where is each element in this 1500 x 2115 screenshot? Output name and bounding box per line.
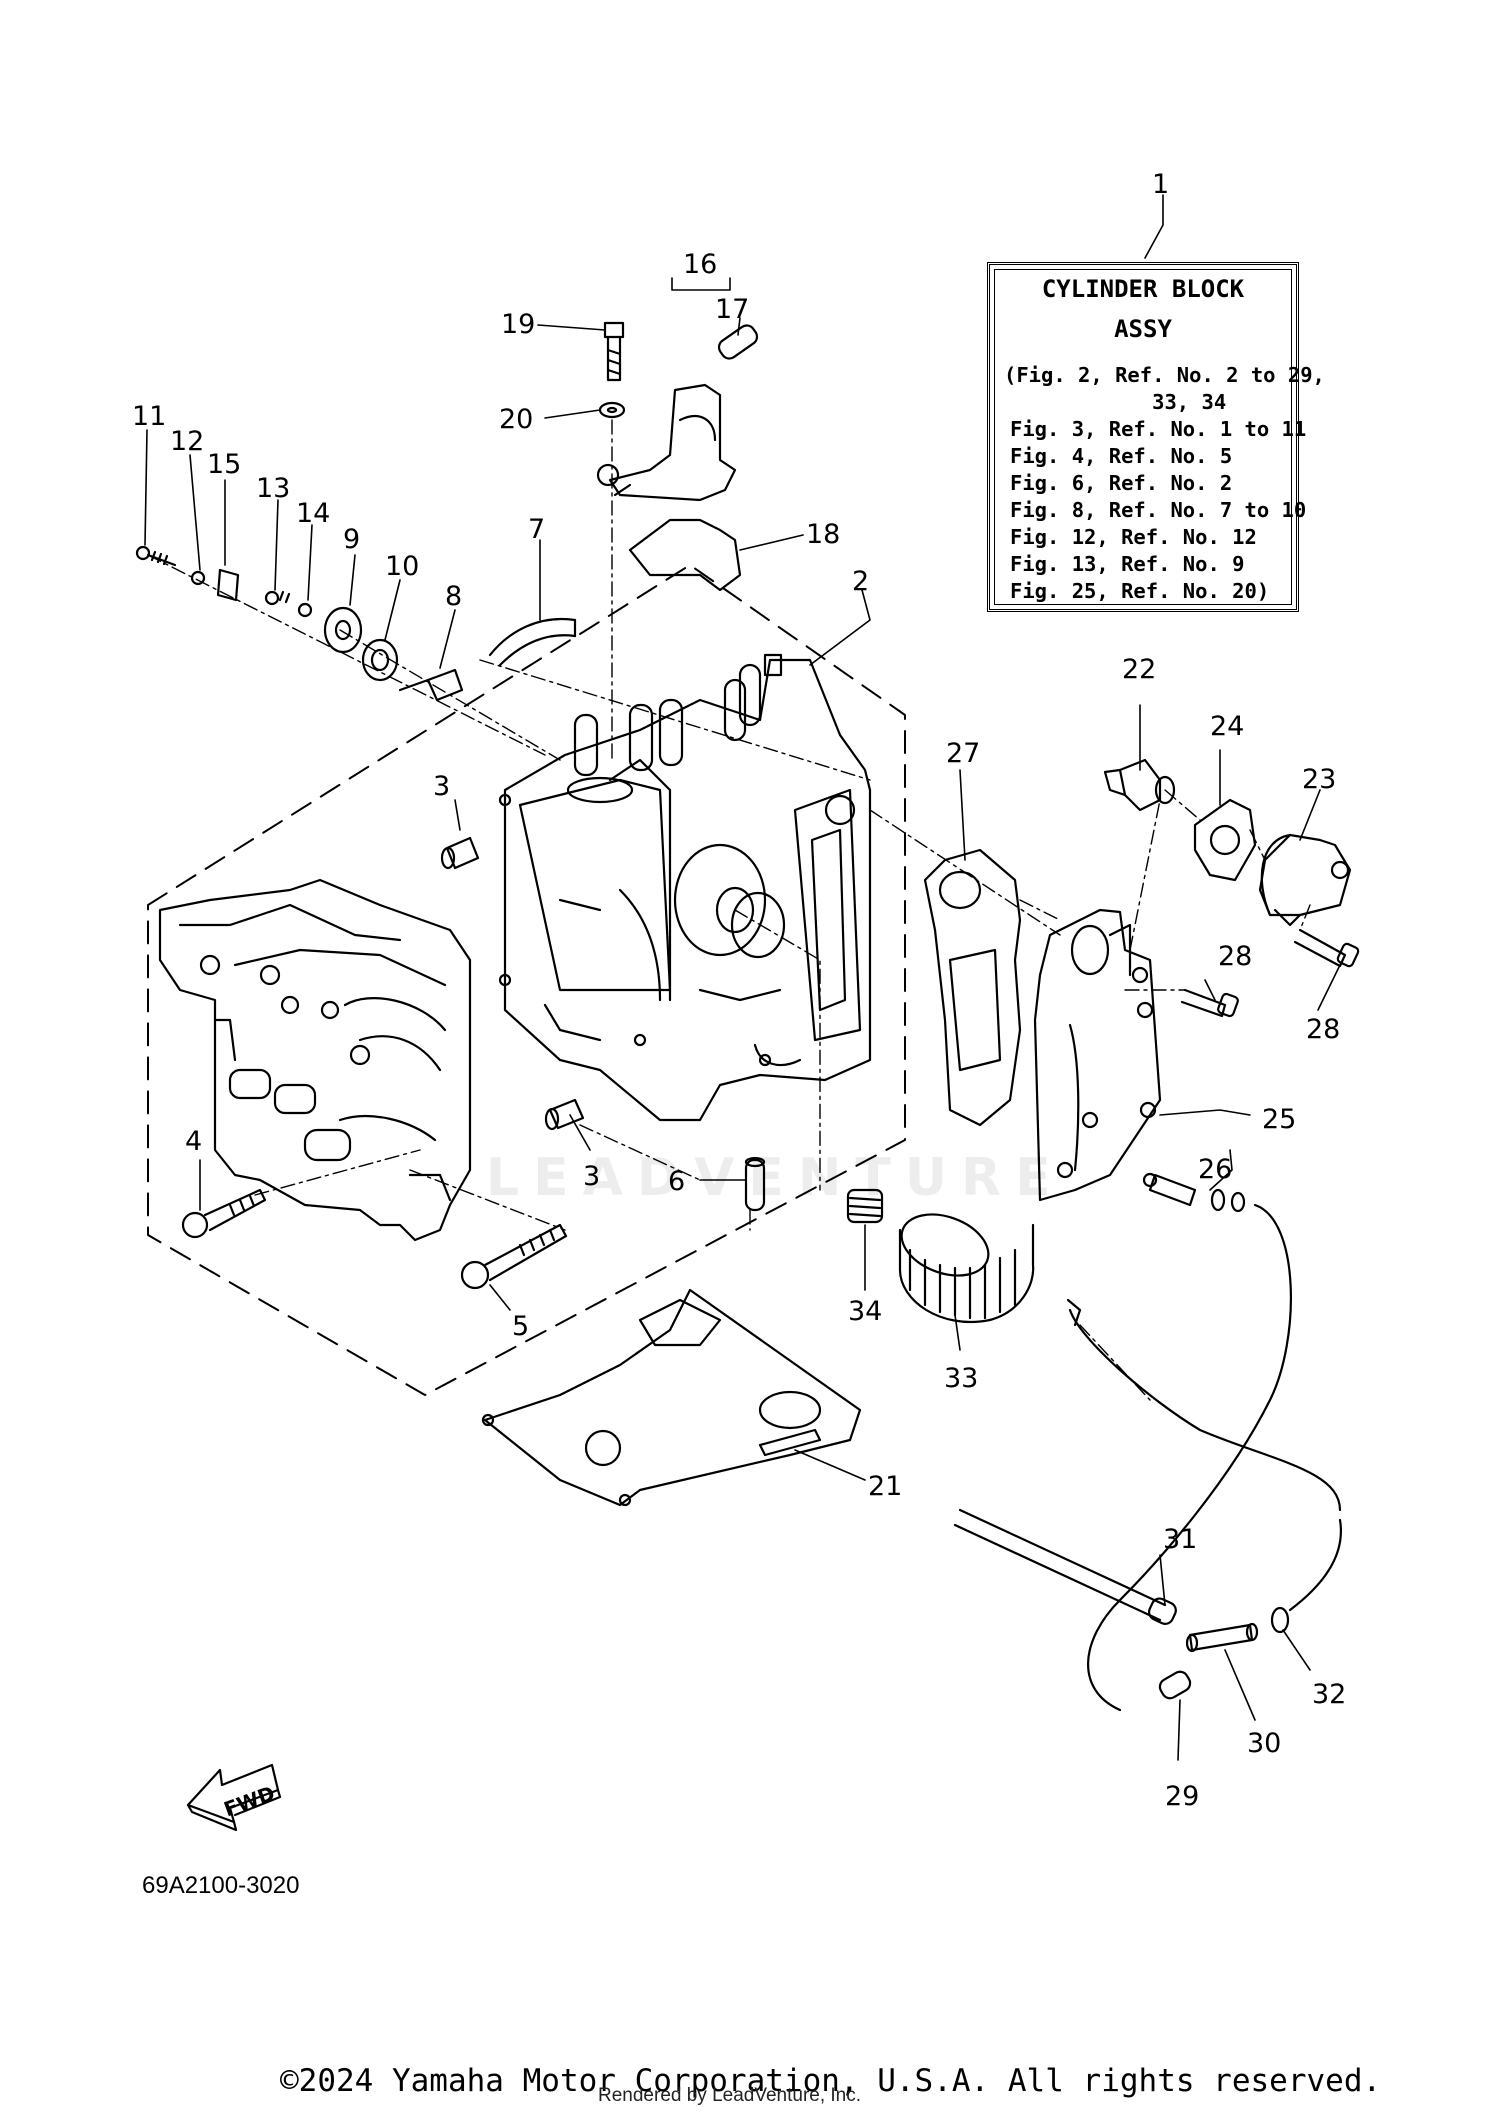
gasket-27 [923, 848, 1022, 1127]
bolt-28-b [1293, 928, 1360, 968]
callout-line: Fig. 25, Ref. No. 20) [1010, 579, 1270, 603]
label-31: 31 [1163, 1524, 1197, 1555]
label-26: 26 [1198, 1154, 1232, 1185]
bracket-16 [596, 383, 737, 502]
hose-clip-32 [1270, 1518, 1342, 1634]
callout-title-line1: CYLINDER BLOCK [1041, 275, 1245, 303]
fwd-label: FWD [221, 1781, 278, 1821]
crankcase [158, 878, 472, 1242]
label-32: 32 [1312, 1679, 1346, 1710]
label-18: 18 [806, 519, 840, 550]
cylinder-block [498, 653, 872, 1122]
thermostat-cover-23 [1258, 833, 1352, 927]
copyright-notice: ©2024 Yamaha Motor Corporation, U.S.A. A… [280, 2063, 1382, 2099]
label-6: 6 [668, 1166, 685, 1197]
callout-line: Fig. 6, Ref. No. 2 [1010, 471, 1233, 495]
label-19: 19 [501, 309, 535, 340]
exhaust-cover-25 [1033, 908, 1162, 1202]
part-number-labels: 1 2 3 3 4 5 6 7 8 9 10 11 12 13 14 15 16… [132, 169, 1346, 1821]
watermark: LEADVENTURE [486, 1148, 1065, 1208]
label-28-a: 28 [1218, 941, 1252, 972]
label-8: 8 [445, 581, 462, 612]
rendered-by-notice: Rendered by LeadVenture, Inc. [598, 2085, 862, 2106]
label-20: 20 [499, 404, 533, 435]
label-27: 27 [946, 738, 980, 769]
callout-line: Fig. 3, Ref. No. 1 to 11 [1010, 417, 1307, 441]
label-15: 15 [207, 449, 241, 480]
dowel-pin-upper [440, 836, 480, 870]
label-28-b: 28 [1306, 1014, 1340, 1045]
label-1: 1 [1152, 169, 1169, 200]
thermo-switch-22 [1103, 758, 1176, 812]
dowel-pin-lower [544, 1098, 585, 1131]
oil-filter-33 [898, 1213, 1035, 1323]
callout-line: Fig. 4, Ref. No. 5 [1010, 444, 1233, 468]
callout-title-line2: ASSY [1114, 315, 1172, 343]
label-10: 10 [385, 551, 419, 582]
alignment-lines [147, 419, 1311, 1401]
sleeve-6 [744, 1156, 766, 1212]
callout-line: Fig. 13, Ref. No. 9 [1010, 552, 1245, 576]
label-22: 22 [1122, 654, 1156, 685]
callout-line: Fig. 8, Ref. No. 7 to 10 [1010, 498, 1307, 522]
joint-30 [1185, 1622, 1259, 1653]
label-7: 7 [528, 514, 545, 545]
bolt-5 [460, 1223, 568, 1290]
bolt-19 [603, 321, 625, 382]
bolt-28-a [1180, 988, 1239, 1018]
washer-20 [598, 401, 626, 419]
callout-line: 33, 34 [1004, 390, 1227, 414]
union-bolt-34 [846, 1188, 884, 1224]
hose-7 [488, 618, 577, 667]
callout-box-cylinder-block: CYLINDER BLOCK ASSY (Fig. 2, Ref. No. 2 … [987, 262, 1325, 612]
pin-8 [398, 668, 464, 702]
label-30: 30 [1247, 1728, 1281, 1759]
label-17: 17 [715, 294, 749, 325]
hose-upper-loop [1066, 1298, 1342, 1512]
hose-29 [1087, 1203, 1292, 1712]
label-34: 34 [848, 1296, 882, 1327]
label-23: 23 [1302, 764, 1336, 795]
label-3-lower: 3 [583, 1161, 600, 1192]
document-code: 69A2100-3020 [142, 1872, 300, 1899]
label-29: 29 [1165, 1781, 1199, 1812]
gasket-18 [628, 518, 742, 592]
label-3-upper: 3 [433, 771, 450, 802]
label-33: 33 [944, 1363, 978, 1394]
label-2: 2 [852, 566, 869, 597]
label-11: 11 [132, 401, 166, 432]
label-25: 25 [1262, 1104, 1296, 1135]
label-21: 21 [868, 1471, 902, 1502]
bolt-4 [181, 1188, 267, 1239]
label-9: 9 [343, 524, 360, 555]
gasket-21 [481, 1288, 862, 1507]
gasket-24 [1193, 798, 1257, 882]
collar-17 [717, 324, 759, 360]
callout-line: Fig. 12, Ref. No. 12 [1010, 525, 1257, 549]
fwd-arrow [186, 1763, 282, 1832]
label-16: 16 [683, 249, 717, 280]
label-4: 4 [185, 1126, 202, 1157]
shaft-parts [135, 545, 399, 682]
label-5: 5 [512, 1311, 529, 1342]
label-12: 12 [170, 426, 204, 457]
hose-fitting-26 [1142, 1172, 1246, 1213]
assembly-dashed-outline [147, 564, 906, 1396]
hose-31 [953, 1508, 1177, 1625]
callout-line: (Fig. 2, Ref. No. 2 to 29, [1004, 363, 1325, 387]
leader-lines [144, 194, 1341, 1761]
label-13: 13 [256, 473, 290, 504]
label-24: 24 [1210, 711, 1244, 742]
label-14: 14 [296, 498, 330, 529]
